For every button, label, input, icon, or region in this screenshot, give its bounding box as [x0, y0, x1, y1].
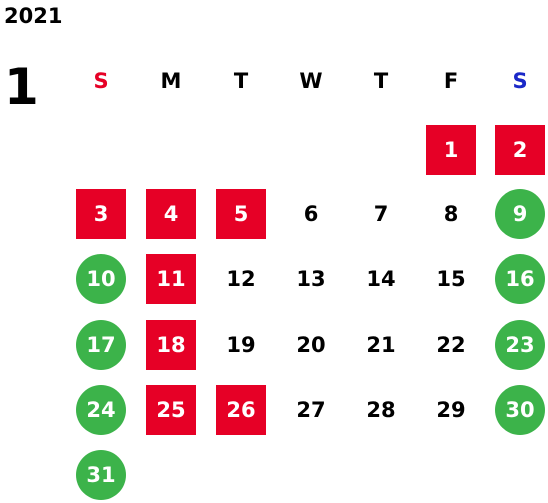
calendar-day-cell[interactable]: 31 — [76, 450, 126, 500]
calendar-day-cell[interactable]: 23 — [495, 320, 545, 370]
calendar-day-cell[interactable]: 11 — [146, 254, 196, 304]
weekday-header: T — [373, 69, 389, 93]
calendar-day-cell[interactable]: 8 — [443, 202, 459, 226]
calendar-day-cell[interactable]: 15 — [436, 267, 466, 291]
calendar-day-cell[interactable]: 19 — [226, 333, 256, 357]
weekday-header: S — [93, 69, 109, 93]
calendar-day-cell[interactable]: 20 — [296, 333, 326, 357]
calendar-day-cell[interactable]: 13 — [296, 267, 326, 291]
calendar-day-cell[interactable]: 17 — [76, 320, 126, 370]
calendar-day-cell[interactable]: 10 — [76, 254, 126, 304]
weekday-header: S — [512, 69, 528, 93]
calendar-day-cell[interactable]: 3 — [76, 189, 126, 239]
calendar-day-cell[interactable]: 7 — [373, 202, 389, 226]
calendar-day-cell[interactable]: 16 — [495, 254, 545, 304]
calendar-day-cell[interactable]: 18 — [146, 320, 196, 370]
year-label: 2021 — [4, 4, 63, 28]
calendar-day-cell[interactable]: 30 — [495, 385, 545, 435]
calendar-day-cell[interactable]: 9 — [495, 189, 545, 239]
calendar-day-cell[interactable]: 24 — [76, 385, 126, 435]
calendar-day-cell[interactable]: 12 — [226, 267, 256, 291]
weekday-header: T — [233, 69, 249, 93]
weekday-header: M — [160, 69, 182, 93]
weekday-header: F — [443, 69, 459, 93]
calendar-day-cell[interactable]: 21 — [366, 333, 396, 357]
month-label: 1 — [4, 58, 39, 116]
calendar-day-cell[interactable]: 25 — [146, 385, 196, 435]
calendar-day-cell[interactable]: 5 — [216, 189, 266, 239]
calendar-day-cell[interactable]: 1 — [426, 125, 476, 175]
calendar-day-cell[interactable]: 2 — [495, 125, 545, 175]
calendar-day-cell[interactable]: 29 — [436, 398, 466, 422]
calendar-day-cell[interactable]: 26 — [216, 385, 266, 435]
calendar-day-cell[interactable]: 27 — [296, 398, 326, 422]
weekday-header: W — [299, 69, 323, 93]
calendar-day-cell[interactable]: 4 — [146, 189, 196, 239]
calendar-day-cell[interactable]: 22 — [436, 333, 466, 357]
calendar-day-cell[interactable]: 28 — [366, 398, 396, 422]
calendar-day-cell[interactable]: 6 — [303, 202, 319, 226]
calendar-day-cell[interactable]: 14 — [366, 267, 396, 291]
